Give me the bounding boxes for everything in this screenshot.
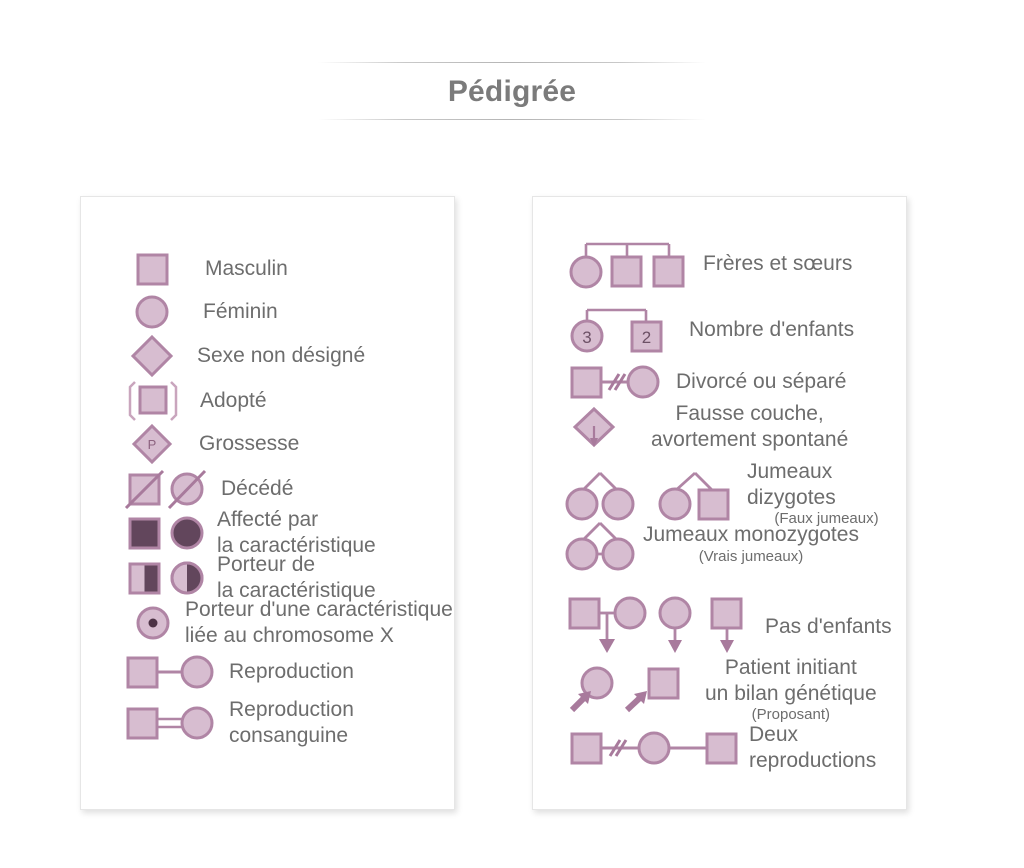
page-header: Pédigrée bbox=[0, 62, 1024, 120]
legend-item-sexe-non-designe: Sexe non désigné bbox=[129, 334, 365, 378]
filled-shapes-symbol bbox=[125, 513, 209, 553]
legend-sublabel: (Faux jumeaux) bbox=[774, 510, 879, 528]
legend-item-adopte: Adopté bbox=[125, 379, 267, 423]
diamond-symbol bbox=[129, 334, 175, 378]
relationship-legend-panel: Frères et sœurs 3 2 Nombre d'enfants bbox=[532, 196, 907, 810]
slashed-shapes-symbol bbox=[124, 469, 209, 510]
legend-item-affecte: Affecté par la caractéristique bbox=[125, 507, 376, 558]
legend-label-group: Patient initiant un bilan génétique (Pro… bbox=[705, 655, 877, 724]
sibship-symbol bbox=[565, 235, 685, 293]
legend-label: Sexe non désigné bbox=[197, 344, 366, 368]
legend-item-deux-reproductions: Deux reproductions bbox=[569, 722, 876, 773]
legend-label: Jumeaux monozygotes bbox=[643, 523, 859, 547]
child-count-square: 2 bbox=[642, 328, 651, 347]
circle-symbol bbox=[129, 292, 175, 332]
proband-arrow-glyph-circle bbox=[569, 690, 591, 712]
legend-label: Porteur d'une caractéristique liée au ch… bbox=[185, 598, 453, 647]
monozygotic-twins-symbol bbox=[565, 517, 635, 571]
legend-label: Nombre d'enfants bbox=[689, 318, 855, 342]
legend-sublabel: (Proposant) bbox=[751, 706, 831, 724]
legend-label: Reproduction bbox=[229, 660, 354, 684]
legend-item-grossesse: P Grossesse bbox=[129, 422, 299, 466]
legend-label: Porteur de la caractéristique bbox=[217, 553, 376, 602]
legend-item-jumeaux-dizygotes: Jumeaux dizygotes (Faux jumeaux) bbox=[565, 459, 906, 528]
page-title: Pédigrée bbox=[447, 75, 577, 108]
legend-label: Grossesse bbox=[199, 432, 300, 456]
symbol-legend-panel: Masculin Féminin Sexe non désigné Adopté bbox=[80, 196, 455, 810]
numbered-sibship-symbol: 3 2 bbox=[565, 302, 675, 358]
double-union-line-symbol bbox=[125, 703, 215, 743]
two-unions-symbol bbox=[569, 728, 739, 768]
half-filled-shapes-symbol bbox=[125, 558, 209, 598]
legend-label: Féminin bbox=[203, 300, 278, 324]
legend-label-group: Jumeaux dizygotes (Faux jumeaux) bbox=[747, 459, 906, 528]
legend-label: Divorcé ou séparé bbox=[676, 370, 847, 394]
legend-label: Frères et sœurs bbox=[703, 252, 853, 276]
legend-label: Pas d'enfants bbox=[765, 615, 892, 639]
legend-item-proposant: Patient initiant un bilan génétique (Pro… bbox=[565, 655, 877, 724]
no-children-symbol bbox=[565, 595, 755, 659]
legend-item-consanguine: Reproduction consanguine bbox=[125, 697, 354, 748]
legend-label: Jumeaux dizygotes bbox=[747, 460, 836, 509]
proband-arrow-glyph-square bbox=[624, 690, 647, 712]
grossesse-glyph-text: P bbox=[148, 437, 157, 452]
legend-item-nombre-enfants: 3 2 Nombre d'enfants bbox=[565, 302, 854, 358]
square-symbol bbox=[129, 249, 175, 289]
dizygotic-twins-symbol-mixed bbox=[657, 467, 735, 521]
legend-item-freres-soeurs: Frères et sœurs bbox=[565, 235, 852, 293]
legend-label: Patient initiant un bilan génétique bbox=[705, 656, 877, 705]
legend-item-feminin: Féminin bbox=[129, 292, 278, 332]
title-divider-bottom bbox=[318, 119, 706, 120]
legend-item-porteur: Porteur de la caractéristique bbox=[125, 552, 376, 603]
legend-label-group: Jumeaux monozygotes (Vrais jumeaux) bbox=[643, 522, 859, 566]
legend-item-jumeaux-monozygotes: Jumeaux monozygotes (Vrais jumeaux) bbox=[565, 517, 859, 571]
child-count-circle: 3 bbox=[582, 328, 591, 347]
legend-label: Décédé bbox=[221, 477, 294, 501]
legend-item-pas-enfants: Pas d'enfants bbox=[565, 595, 892, 659]
legend-item-decede: Décédé bbox=[124, 469, 294, 510]
dizygotic-twins-symbol bbox=[565, 467, 635, 521]
legend-label: Affecté par la caractéristique bbox=[217, 508, 376, 557]
legend-label: Deux reproductions bbox=[749, 723, 877, 772]
legend-item-porteur-x: Porteur d'une caractéristique liée au ch… bbox=[131, 597, 453, 648]
legend-label: Reproduction consanguine bbox=[229, 698, 354, 747]
diamond-p-symbol: P bbox=[129, 422, 175, 466]
legend-label: Fausse couche, avortement spontané bbox=[651, 402, 849, 451]
divorced-union-symbol bbox=[569, 362, 661, 402]
dotted-circle-symbol bbox=[131, 601, 175, 645]
legend-label: Adopté bbox=[200, 389, 267, 413]
legend-sublabel: (Vrais jumeaux) bbox=[698, 547, 804, 565]
legend-item-fausse-couche: Fausse couche, avortement spontané bbox=[569, 401, 848, 452]
union-line-symbol bbox=[125, 652, 215, 692]
legend-item-divorce: Divorcé ou séparé bbox=[569, 362, 846, 402]
miscarriage-diamond-symbol bbox=[569, 402, 625, 452]
legend-label: Masculin bbox=[205, 257, 288, 281]
legend-item-reproduction: Reproduction bbox=[125, 652, 354, 692]
legend-item-masculin: Masculin bbox=[129, 249, 288, 289]
bracketed-square-symbol bbox=[125, 379, 181, 423]
proband-arrow-symbol bbox=[565, 661, 695, 719]
title-divider-top bbox=[318, 62, 706, 63]
